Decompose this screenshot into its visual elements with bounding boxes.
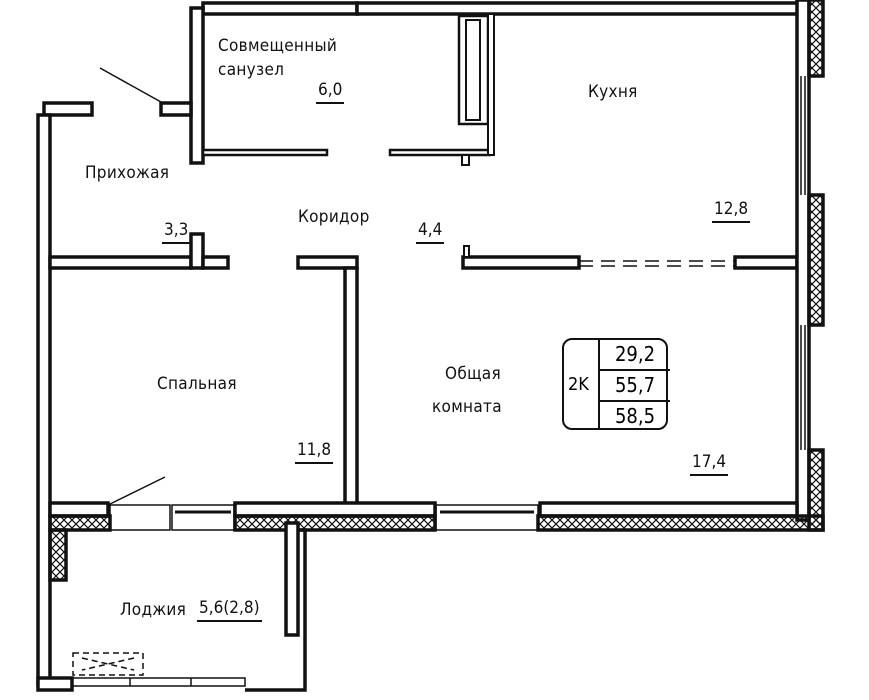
corridor-area: 4,4	[416, 220, 445, 244]
wall-bedroom-right	[343, 266, 359, 507]
wall-right	[795, 0, 811, 522]
bedroom-name: Спальная	[157, 374, 237, 394]
living-name: комната	[432, 397, 502, 417]
wall-corridor-bedroom	[296, 255, 359, 270]
bathroom-area: 6,0	[316, 80, 345, 104]
wall-stub	[201, 255, 230, 270]
wall-kitchen-living	[461, 255, 581, 270]
hallway-area: 3,3	[162, 220, 191, 244]
corridor-name: Коридор	[298, 207, 370, 227]
wall-bottom	[233, 501, 437, 518]
bathroom-name: санузел	[218, 60, 285, 80]
living-area: 17,4	[690, 452, 729, 476]
living-area-total: 29,2	[600, 340, 670, 371]
bedroom-area: 11,8	[295, 440, 334, 464]
wall-top-bathroom	[201, 1, 359, 16]
living-name: Общая	[445, 364, 501, 384]
balcony-door	[109, 504, 171, 531]
kitchen-partition	[487, 13, 495, 156]
wall-insulation	[807, 0, 825, 78]
wall-loggia-bottom	[36, 676, 74, 692]
kitchen-unit-inner	[465, 19, 481, 121]
wall-top-kitchen	[355, 1, 804, 16]
window	[435, 504, 539, 531]
hallway-name: Прихожая	[85, 163, 170, 183]
door-swing	[99, 67, 162, 103]
total-area: 55,7	[600, 371, 670, 402]
wall-post	[463, 245, 470, 258]
apartment-type: 2K	[568, 374, 589, 395]
wall-insulation	[233, 514, 437, 532]
wall-insulation	[48, 514, 112, 532]
kitchen-name: Кухня	[588, 82, 638, 102]
wall-left	[36, 113, 52, 687]
door-swing	[107, 476, 166, 506]
kitchen-area: 12,8	[712, 199, 751, 223]
loggia-area: 5,6(2,8)	[197, 598, 262, 622]
apartment-summary: 2K 29,2 55,7 58,5	[562, 338, 670, 430]
wall-bathroom-bottom	[201, 148, 329, 157]
wall-loggia-right	[245, 528, 307, 692]
wall-stub	[159, 101, 193, 117]
loggia-window	[71, 677, 246, 687]
wall-hall-bedroom	[48, 255, 193, 270]
wall-post	[189, 232, 205, 270]
wall-insulation	[807, 193, 825, 327]
wall-insulation	[48, 528, 68, 582]
wall-bottom	[538, 501, 799, 518]
wall-insulation	[536, 514, 825, 532]
loggia-name: Лоджия	[120, 600, 187, 620]
bathroom-name: Совмещенный	[218, 36, 338, 56]
wall-hall-top	[42, 101, 94, 117]
wall-loggia-post	[284, 521, 300, 637]
total-area-with-loggia: 58,5	[614, 404, 656, 428]
wall-bathroom-bottom	[388, 148, 492, 157]
kitchen-post	[461, 154, 470, 166]
wall-kitchen-living	[733, 255, 799, 270]
wall-bathroom-left	[189, 6, 205, 165]
vent-box	[72, 652, 144, 676]
wall-bottom	[48, 501, 110, 518]
